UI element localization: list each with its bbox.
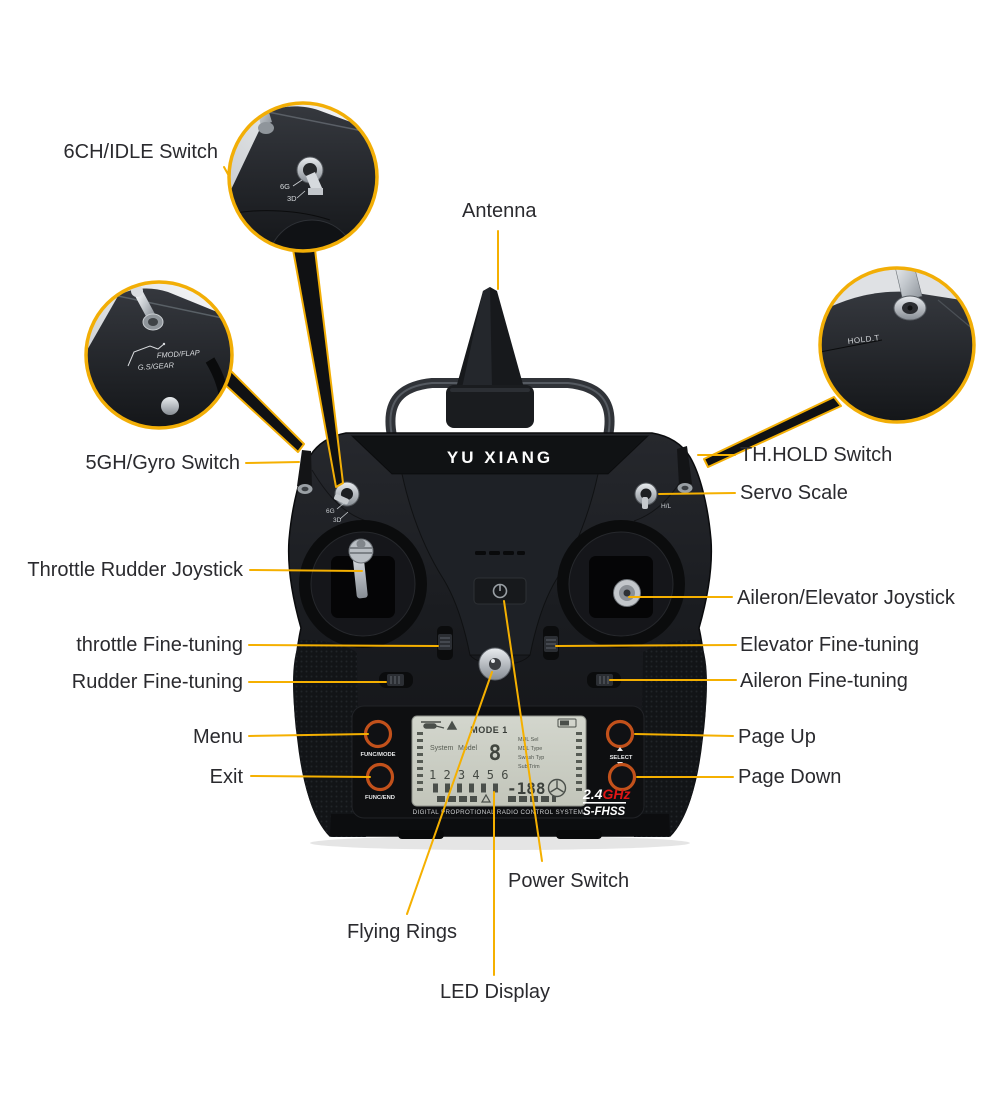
label-th-hold-switch: TH.HOLD Switch [740, 444, 893, 466]
label-rudder-fine-tuning: Rudder Fine-tuning [71, 671, 243, 693]
lcd-trim-readout: -188 [507, 779, 546, 798]
lcd-menu-1: MDL Sel [518, 737, 538, 743]
label-throttle-fine-tuning: throttle Fine-tuning [76, 634, 243, 656]
th-hold-switch [677, 446, 693, 493]
rudder-trim [379, 672, 413, 688]
lcd-channels: 1 2 3 4 5 6 [429, 768, 508, 782]
inset-six-g-label: 6G [280, 182, 290, 191]
func-mode-button: FUNC/MODE [360, 719, 396, 758]
inset-hold-t-label: HOLD.T [847, 333, 880, 346]
lcd-menu-2: MDL Type [518, 746, 542, 752]
power-button [473, 577, 527, 605]
label-aileron-elevator-joystick: Aileron/Elevator Joystick [737, 587, 955, 609]
lcd-mode: MODE 1 [470, 725, 508, 735]
lcd-menu-3: Swash Typ [518, 755, 544, 761]
label-menu: Menu [192, 726, 243, 748]
lcd-tagline: DIGITAL PROPROTIONAL RADIO CONTROL SYSTE… [413, 809, 584, 816]
elevator-trim [543, 626, 559, 660]
lcd-model: Model [458, 745, 478, 752]
inset-six-ch-idle: 6G 3D [227, 101, 379, 253]
label-page-up: Page Up [738, 726, 816, 748]
transmitter-body: YU XIANG [287, 432, 713, 839]
func-end-button: FUNC/END [365, 762, 395, 801]
select-up-button [605, 719, 635, 749]
svg-text:2.4GHz: 2.4GHz [582, 786, 630, 802]
inset-gs-gear-label: G.S/GEAR [138, 360, 175, 372]
five-gh-gyro-switch [297, 450, 313, 494]
label-six-ch-idle-switch: 6CH/IDLE Switch [63, 141, 219, 163]
select-down-button [607, 762, 637, 792]
six-g-label: 6G [326, 508, 335, 515]
select-up-arrow [617, 747, 623, 751]
label-throttle-rudder-joystick: Throttle Rudder Joystick [27, 559, 243, 581]
inset-th-hold: HOLD.T [818, 266, 976, 424]
leader-lines [223, 166, 737, 976]
label-aileron-fine-tuning: Aileron Fine-tuning [740, 670, 908, 692]
func-end-label: FUNC/END [365, 795, 395, 801]
label-servo-scale: Servo Scale [740, 482, 848, 504]
servo-scale-switch: H/L [634, 482, 672, 510]
label-antenna: Antenna [462, 200, 537, 222]
logo-sfhss: S-FHSS [583, 806, 626, 818]
label-power-switch: Power Switch [508, 870, 630, 892]
throttle-rudder-joystick [299, 520, 427, 648]
speaker-vents [475, 551, 525, 555]
ground-shadow [310, 836, 690, 850]
lcd-panel: MODE 1 System Model 8 MDL Sel MDL Type S… [351, 705, 645, 819]
label-elevator-fine-tuning: Elevator Fine-tuning [740, 634, 919, 656]
brand-text: YU XIANG [447, 448, 553, 467]
label-led-display: LED Display [440, 981, 551, 1003]
inset-fmod-flap-label: FMOD/FLAP [157, 348, 200, 360]
lcd-model-value: 8 [489, 741, 502, 765]
flying-ring [478, 647, 512, 681]
inset-five-gh-gyro: FMOD/FLAP G.S/GEAR [84, 280, 234, 430]
lcd-screen [411, 715, 587, 807]
label-flying-rings: Flying Rings [347, 921, 458, 943]
six-ch-idle-switch: 6G 3D [326, 481, 360, 524]
hl-label: H/L [661, 503, 672, 510]
antenna [446, 287, 534, 428]
three-d-label: 3D [333, 517, 342, 524]
label-exit: Exit [209, 766, 243, 788]
aileron-elevator-joystick [557, 520, 685, 648]
label-page-down: Page Down [738, 766, 842, 788]
label-five-gh-gyro-switch: 5GH/Gyro Switch [85, 452, 240, 474]
lcd-system: System [430, 745, 454, 752]
aileron-trim [587, 672, 621, 688]
select-label: SELECT [610, 755, 633, 761]
logo-24ghz: 2.4GHz S-FHSS [582, 786, 630, 818]
inset-three-d-label: 3D [287, 194, 297, 203]
func-mode-label: FUNC/MODE [360, 752, 395, 758]
throttle-trim [437, 626, 453, 660]
